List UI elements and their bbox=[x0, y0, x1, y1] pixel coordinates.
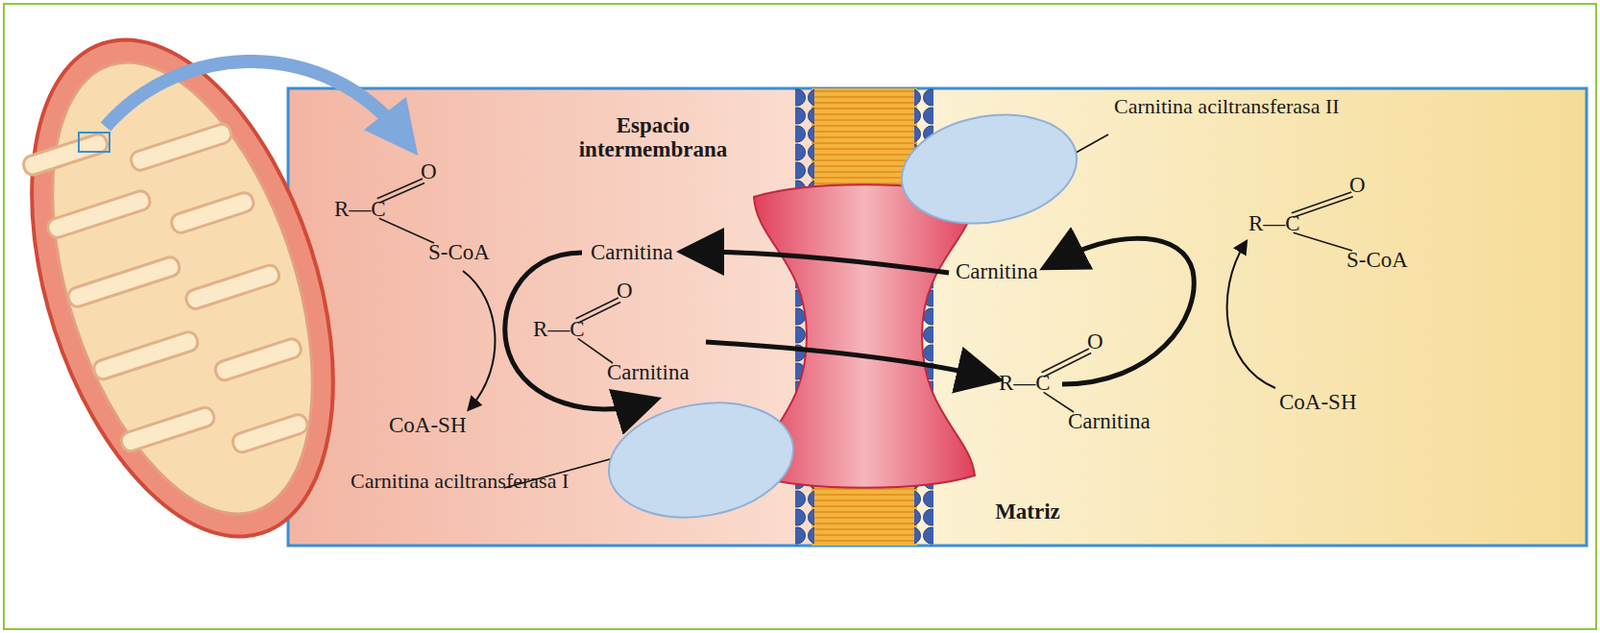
chemical-label: S-CoA bbox=[1346, 247, 1408, 272]
chemical-bond bbox=[1043, 353, 1091, 378]
chemical-bond bbox=[1043, 391, 1074, 413]
chemical-label: O bbox=[1349, 172, 1366, 197]
chemical-label: S-CoA bbox=[428, 240, 490, 265]
chemical-label: R—C bbox=[533, 316, 585, 341]
chemical-bond bbox=[578, 338, 613, 364]
enzyme-name: Carnitina aciltransferasa II bbox=[1114, 94, 1345, 119]
chemical-bond bbox=[576, 297, 619, 319]
enzyme-oval bbox=[897, 113, 1081, 225]
chemical-label: Carnitina bbox=[606, 360, 690, 385]
mitochondrion bbox=[0, 1, 390, 575]
chemical-label: R—C bbox=[1248, 211, 1301, 236]
chemical-label: Carnitina bbox=[955, 259, 1039, 284]
chemical-bond bbox=[1293, 196, 1354, 219]
enzyme-oval bbox=[605, 401, 798, 519]
chemical-label: R—C bbox=[334, 196, 387, 221]
chemical-label: R—C bbox=[998, 370, 1051, 395]
chemical-bond bbox=[1042, 348, 1090, 373]
zoom-box bbox=[78, 132, 110, 152]
panel-border bbox=[288, 88, 1587, 546]
reaction-arrows bbox=[462, 238, 1276, 410]
chemical-bond bbox=[1293, 232, 1353, 251]
chemical-bond bbox=[379, 218, 435, 243]
zoom-arrow bbox=[105, 61, 402, 135]
chemical-label: O bbox=[1087, 329, 1104, 354]
chemical-label: O bbox=[420, 159, 437, 184]
enzyme-shape bbox=[897, 113, 1081, 225]
chemical-label: CoA-SH bbox=[1279, 389, 1358, 414]
chemical-bond bbox=[377, 178, 423, 199]
chemical-label: CoA-SH bbox=[388, 412, 467, 437]
chemical-label: Carnitina bbox=[590, 240, 674, 265]
chemical-label: O bbox=[616, 278, 633, 303]
enzyme-name: Carnitina aciltransferasa I bbox=[350, 468, 582, 493]
intermembrane-space bbox=[288, 88, 865, 546]
region-label: Espacio intermembrana bbox=[552, 113, 754, 163]
chemical-bond bbox=[379, 183, 425, 204]
enzyme-shape bbox=[605, 401, 798, 519]
chemical-label: Carnitina bbox=[1067, 409, 1151, 434]
chemical-bond bbox=[1291, 192, 1352, 214]
region-label: Matriz bbox=[960, 499, 1095, 524]
